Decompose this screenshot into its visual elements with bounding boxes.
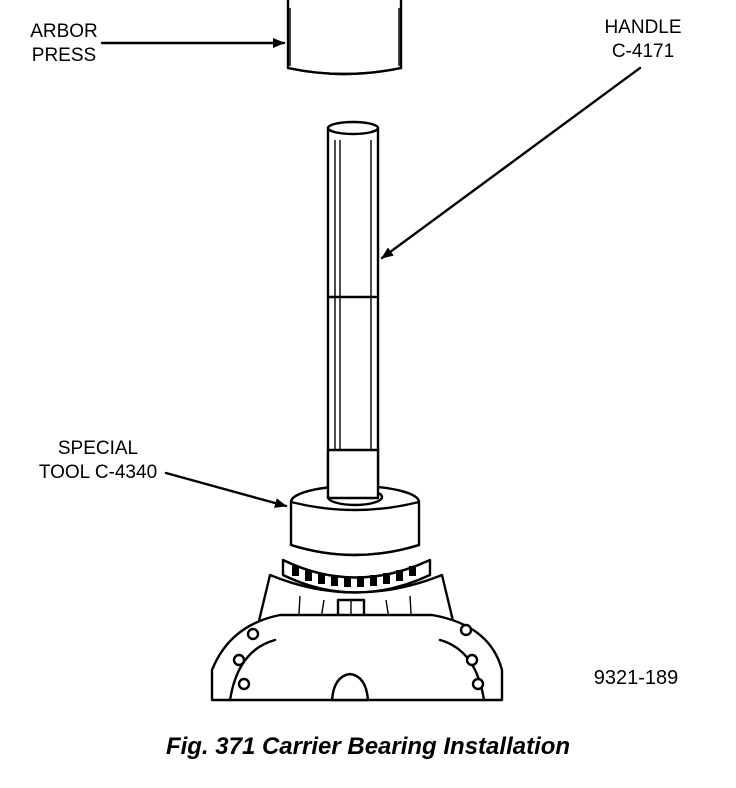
figure-caption: Fig. 371 Carrier Bearing Installation (165, 733, 571, 760)
label-handle-line1: HANDLE (604, 17, 681, 38)
carrier-bearing (281, 558, 432, 594)
figure-id: 9321-189 (594, 667, 679, 689)
label-special-tool: SPECIAL TOOL C-4340 (39, 438, 157, 483)
label-special-tool-line1: SPECIAL (58, 438, 138, 459)
arrow-special-tool (164, 471, 288, 508)
label-handle: HANDLE C-4171 (604, 17, 681, 62)
special-tool-driver (289, 448, 421, 557)
ring-gear-flange (210, 613, 504, 702)
label-handle-line2: C-4171 (612, 41, 674, 62)
label-special-tool-line2: TOOL C-4340 (39, 462, 157, 483)
arrow-handle (380, 66, 642, 260)
arbor-press-ram (286, 0, 403, 76)
label-arbor-press-line1: ARBOR (30, 21, 98, 42)
label-arbor-press-line2: PRESS (32, 45, 96, 66)
handle-shaft (326, 120, 380, 510)
label-arbor-press: ARBOR PRESS (30, 21, 98, 66)
